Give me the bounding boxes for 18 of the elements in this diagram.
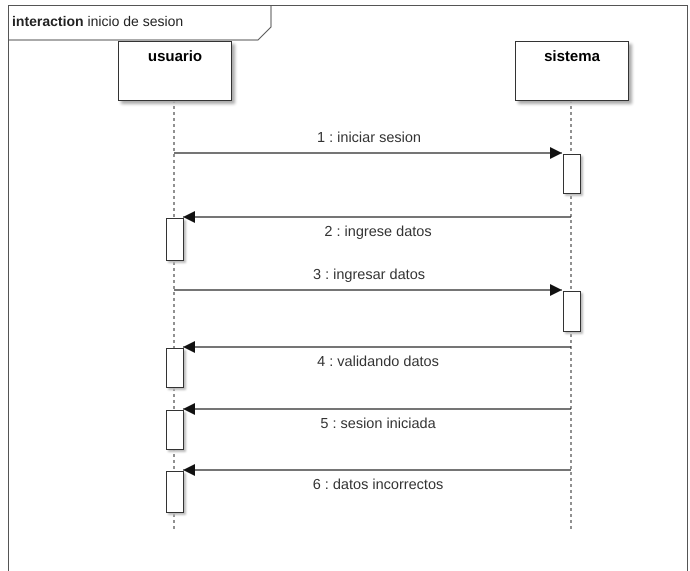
frame-title: interaction inicio de sesion bbox=[12, 13, 184, 29]
edge-label: 3 : ingresar datos bbox=[310, 267, 428, 283]
activation-bar bbox=[166, 348, 184, 388]
message-arrow bbox=[183, 403, 571, 415]
activation-bar bbox=[166, 410, 184, 450]
activation-bar bbox=[563, 291, 581, 332]
lifeline-head: sistema bbox=[515, 41, 629, 101]
activation-bar bbox=[166, 471, 184, 513]
message-arrow bbox=[174, 147, 562, 159]
message-arrow bbox=[183, 464, 571, 476]
interaction-frame bbox=[8, 5, 688, 571]
lifeline-head: usuario bbox=[118, 41, 232, 101]
message-arrow bbox=[183, 211, 571, 223]
edge-label: 2 : ingrese datos bbox=[322, 224, 434, 240]
activation-bar bbox=[563, 154, 581, 194]
activation-bar bbox=[166, 218, 184, 261]
message-arrow bbox=[174, 284, 562, 296]
message-arrow bbox=[183, 341, 571, 353]
